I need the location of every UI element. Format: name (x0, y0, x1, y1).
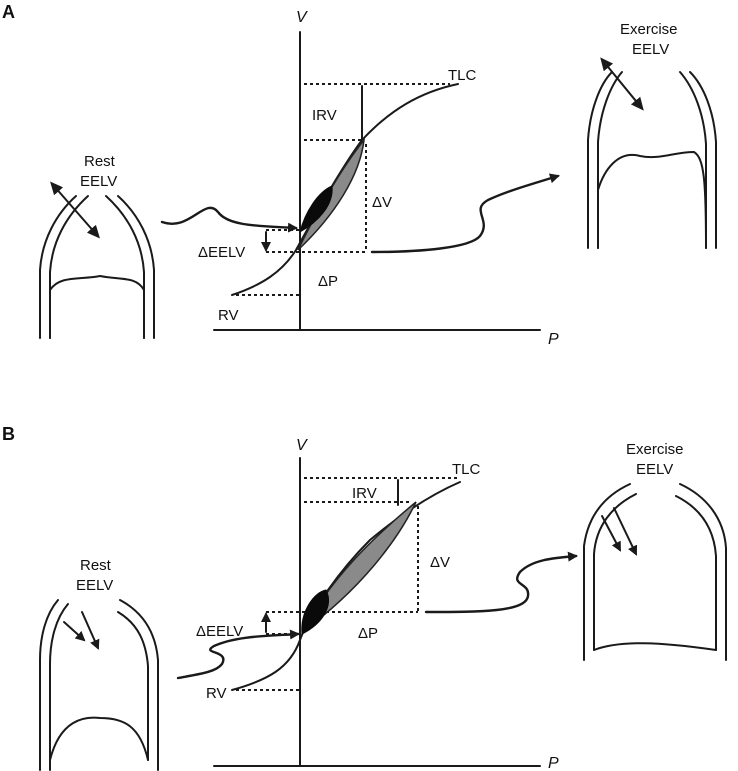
rest-label-line1-a: Rest (84, 153, 116, 170)
rest-diaphragm-a (49, 275, 145, 339)
rest-chest-left-outer-b (39, 599, 59, 771)
panel-label-b: B (2, 424, 15, 444)
rest-diaphragm-b (49, 716, 149, 761)
rest-motion-arrow-a (50, 181, 100, 239)
rest-to-curve-arrow-b (176, 629, 300, 680)
rest-label-line2-b: EELV (76, 577, 113, 594)
rest-chest-right-inner-a (105, 195, 145, 339)
panel-b: B V P TLC IRV ΔV ΔEELV ΔP RV (2, 424, 727, 771)
rest-loop-a (299, 185, 333, 233)
label-rv-b: RV (206, 685, 227, 702)
exercise-chest-right-outer-a (689, 71, 717, 249)
exercise-chest-right-inner-a (679, 71, 707, 249)
exercise-chest-right-outer-b (679, 483, 727, 661)
exercise-chest-left-inner-b (593, 493, 637, 651)
exercise-motion-arrow-2-b (613, 507, 638, 556)
label-tlc-b: TLC (452, 461, 481, 478)
rest-chest-right-outer-a (117, 195, 155, 339)
rest-chest-left-outer-a (39, 195, 77, 339)
label-irv-a: IRV (312, 107, 337, 124)
exercise-chest-right-inner-b (675, 495, 717, 651)
axis-label-v-b: V (296, 437, 308, 454)
exercise-chest-b: Exercise EELV (583, 441, 727, 661)
panel-a: A V P TLC IRV ΔV ΔEELV ΔP RV (2, 2, 717, 348)
curve-to-exercise-arrow-b (424, 551, 578, 614)
exercise-diaphragm-b (593, 642, 717, 651)
rest-motion-arrow-2-b (81, 611, 100, 650)
label-rv-a: RV (218, 307, 239, 324)
rest-loop-b (301, 589, 329, 635)
label-delta-eelv-a: ΔEELV (198, 244, 245, 261)
exercise-chest-left-outer-b (583, 483, 631, 661)
label-delta-v-b: ΔV (430, 554, 450, 571)
label-irv-b: IRV (352, 485, 377, 502)
exercise-label-line2-b: EELV (636, 461, 673, 478)
label-delta-eelv-b: ΔEELV (196, 623, 243, 640)
rest-to-curve-arrow-a (160, 206, 298, 233)
label-delta-v-a: ΔV (372, 194, 392, 211)
panel-label-a: A (2, 2, 15, 22)
rest-label-line1-b: Rest (80, 557, 112, 574)
axis-label-v-a: V (296, 9, 308, 26)
rest-chest-right-outer-b (119, 599, 159, 771)
exercise-motion-arrow-1-b (601, 515, 621, 552)
label-delta-p-b: ΔP (358, 625, 378, 642)
label-tlc-a: TLC (448, 67, 477, 84)
rest-label-line2-a: EELV (80, 173, 117, 190)
exercise-label-line1-a: Exercise (620, 21, 678, 38)
rest-chest-left-inner-b (49, 603, 69, 771)
exercise-label-line1-b: Exercise (626, 441, 684, 458)
exercise-chest-left-outer-a (587, 71, 613, 249)
exercise-chest-a: Exercise EELV (587, 21, 717, 249)
axis-label-p-a: P (548, 331, 559, 348)
rest-chest-b: Rest EELV (39, 557, 159, 771)
exercise-loop-b (301, 501, 417, 633)
exercise-label-line2-a: EELV (632, 41, 669, 58)
pv-curve-b (231, 481, 461, 691)
label-delta-p-a: ΔP (318, 273, 338, 290)
axis-label-p-b: P (548, 755, 559, 771)
exercise-motion-arrow-a (600, 57, 644, 111)
curve-to-exercise-arrow-a (370, 173, 560, 254)
rest-motion-arrow-1-b (63, 621, 86, 642)
rest-chest-a: Rest EELV (39, 153, 155, 339)
rest-chest-right-inner-b (117, 611, 149, 761)
exercise-diaphragm-a (597, 151, 707, 249)
